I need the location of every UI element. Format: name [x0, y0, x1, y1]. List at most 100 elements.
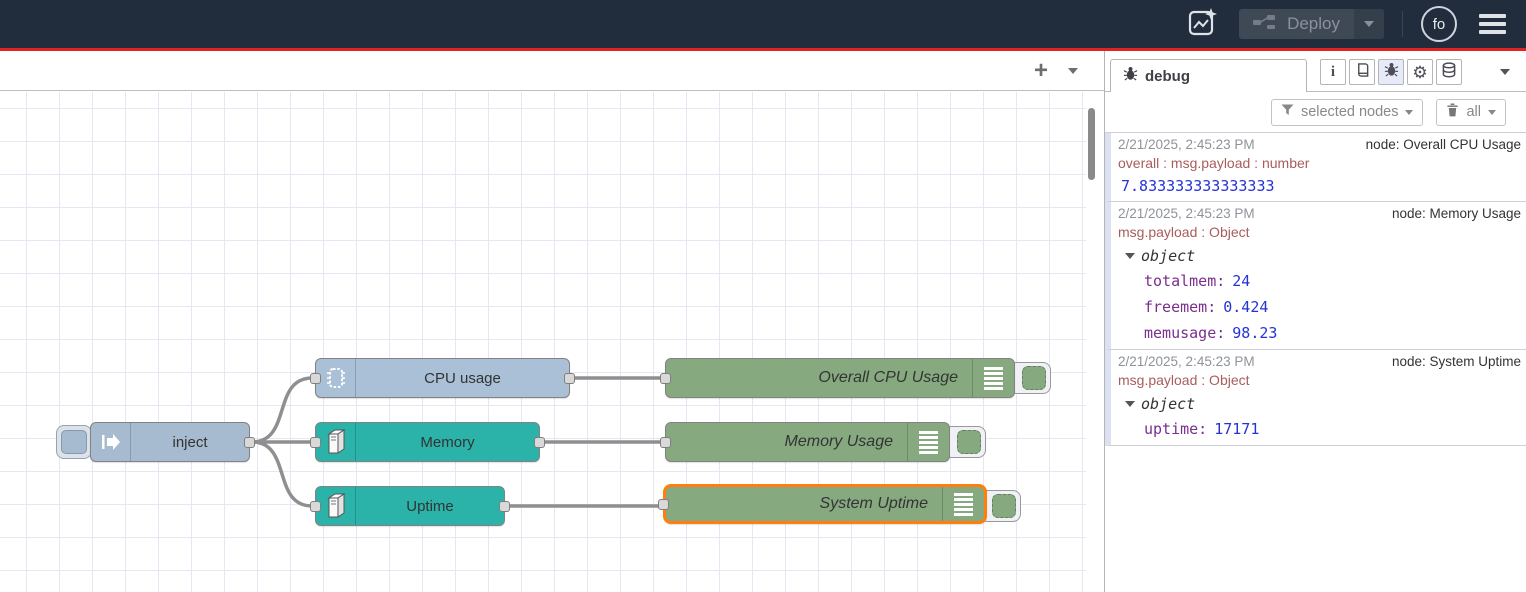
info-icon: i [1331, 64, 1335, 81]
deploy-label: Deploy [1287, 14, 1340, 34]
chevron-down-icon [1364, 21, 1374, 27]
node-label: Uptime [356, 487, 504, 525]
deploy-button[interactable]: Deploy [1239, 9, 1384, 39]
object-tree-toggle[interactable]: object [1117, 390, 1522, 414]
node-inject[interactable]: inject [90, 422, 250, 462]
message-timestamp: 2/21/2025, 2:45:23 PM [1118, 137, 1255, 152]
field-key: freemem: [1144, 298, 1216, 316]
inject-trigger-button[interactable] [56, 425, 92, 459]
user-avatar[interactable]: fo [1421, 6, 1457, 42]
sidebar-tab-info[interactable]: i [1320, 59, 1346, 85]
gear-icon: ⚙ [1412, 64, 1427, 81]
node-uptime[interactable]: Uptime [315, 486, 505, 526]
debug-clear-button[interactable]: all [1436, 99, 1506, 126]
debug-toolbar: selected nodes all [1105, 92, 1526, 132]
debug-message[interactable]: node: System Uptime 2/21/2025, 2:45:23 P… [1105, 350, 1526, 446]
sidebar-tab-config[interactable]: ⚙ [1407, 59, 1433, 85]
node-debug-memory-usage[interactable]: Memory Usage [665, 422, 950, 462]
server-tower-icon [316, 487, 356, 525]
message-property-path: overall : msg.payload : number [1117, 154, 1522, 173]
node-label: CPU usage [356, 359, 569, 397]
message-timestamp: 2/21/2025, 2:45:23 PM [1118, 354, 1255, 369]
debug-filter-button[interactable]: selected nodes [1271, 99, 1424, 126]
sidebar-tab-help[interactable] [1349, 59, 1375, 85]
scrollbar-thumb[interactable] [1088, 108, 1095, 180]
node-cpu-usage[interactable]: CPU usage [315, 358, 570, 398]
output-port[interactable] [244, 437, 255, 448]
canvas-vertical-scrollbar[interactable] [1087, 100, 1096, 590]
debug-console-icon [942, 487, 984, 521]
object-field[interactable]: freemem: 0.424 [1117, 292, 1522, 318]
field-key: memusage: [1144, 324, 1225, 342]
sidebar-tab-debug-active[interactable]: debug [1110, 59, 1307, 92]
node-label: Memory Usage [666, 423, 907, 461]
main-menu-button[interactable] [1475, 10, 1510, 38]
filter-label: selected nodes [1301, 104, 1399, 120]
node-memory[interactable]: Memory [315, 422, 540, 462]
debug-message[interactable]: node: Overall CPU Usage 2/21/2025, 2:45:… [1105, 133, 1526, 202]
object-label: object [1141, 395, 1195, 413]
debug-console-icon [972, 359, 1014, 397]
header: Deploy fo [0, 0, 1526, 48]
input-port[interactable] [660, 437, 671, 448]
object-tree-toggle[interactable]: object [1117, 242, 1522, 266]
sidebar-menu-button[interactable] [1500, 69, 1510, 75]
node-debug-overall-cpu-usage[interactable]: Overall CPU Usage [665, 358, 1015, 398]
message-property-path: msg.payload : Object [1117, 223, 1522, 242]
trash-icon [1446, 103, 1459, 121]
wire[interactable] [252, 442, 312, 506]
flow-tab-bar: + [0, 51, 1104, 91]
chevron-down-icon [1488, 110, 1496, 115]
wire[interactable] [252, 378, 312, 442]
object-field[interactable]: memusage:98.23 [1117, 318, 1522, 344]
object-field[interactable]: totalmem: 24 [1117, 266, 1522, 292]
clear-label: all [1466, 104, 1481, 120]
sidebar-tab-debug[interactable] [1378, 59, 1404, 85]
message-meta: node: Memory Usage 2/21/2025, 2:45:23 PM [1117, 205, 1522, 223]
object-field[interactable]: uptime: 17171 [1117, 414, 1522, 440]
node-label: System Uptime [666, 487, 942, 521]
deploy-options-button[interactable] [1354, 9, 1384, 39]
database-icon [1441, 62, 1457, 83]
inject-arrow-icon [91, 423, 131, 461]
field-value: 24 [1232, 272, 1250, 290]
debug-toggle-memory-usage[interactable] [944, 426, 986, 458]
input-port[interactable] [310, 437, 321, 448]
flow-canvas[interactable]: inject CPU usage [0, 92, 1086, 592]
output-port[interactable] [534, 437, 545, 448]
input-port[interactable] [658, 499, 669, 510]
bug-icon [1123, 66, 1138, 86]
hamburger-icon [1479, 14, 1506, 18]
sidebar: debug i [1104, 51, 1526, 592]
sidebar-tab-context[interactable] [1436, 59, 1462, 85]
field-key: totalmem: [1144, 272, 1225, 290]
field-value: 17171 [1214, 420, 1259, 438]
output-port[interactable] [564, 373, 575, 384]
node-debug-system-uptime[interactable]: System Uptime [663, 484, 987, 524]
cpu-chip-icon [316, 359, 356, 397]
sidebar-tab-label: debug [1145, 68, 1190, 85]
output-port[interactable] [499, 501, 510, 512]
filter-funnel-icon [1281, 104, 1294, 120]
input-port[interactable] [310, 373, 321, 384]
book-icon [1355, 62, 1370, 83]
message-source-node: node: Overall CPU Usage [1366, 137, 1521, 152]
debug-console-icon [907, 423, 949, 461]
input-port[interactable] [310, 501, 321, 512]
add-flow-button[interactable]: + [1034, 59, 1048, 83]
field-key: uptime: [1144, 420, 1207, 438]
message-source-node: node: Memory Usage [1392, 206, 1521, 221]
chevron-down-icon [1405, 110, 1413, 115]
input-port[interactable] [660, 373, 671, 384]
node-label: Overall CPU Usage [666, 359, 972, 397]
object-label: object [1141, 247, 1195, 265]
flow-list-button[interactable] [1068, 68, 1078, 74]
message-meta: node: Overall CPU Usage 2/21/2025, 2:45:… [1117, 136, 1522, 154]
message-source-node: node: System Uptime [1392, 354, 1521, 369]
field-value: 0.424 [1223, 298, 1268, 316]
bug-icon [1384, 62, 1399, 82]
deploy-icon [1253, 14, 1277, 35]
debug-message[interactable]: node: Memory Usage 2/21/2025, 2:45:23 PM… [1105, 202, 1526, 350]
debug-toggle-overall-cpu[interactable] [1009, 362, 1051, 394]
flow-assistant-button[interactable] [1183, 5, 1221, 43]
